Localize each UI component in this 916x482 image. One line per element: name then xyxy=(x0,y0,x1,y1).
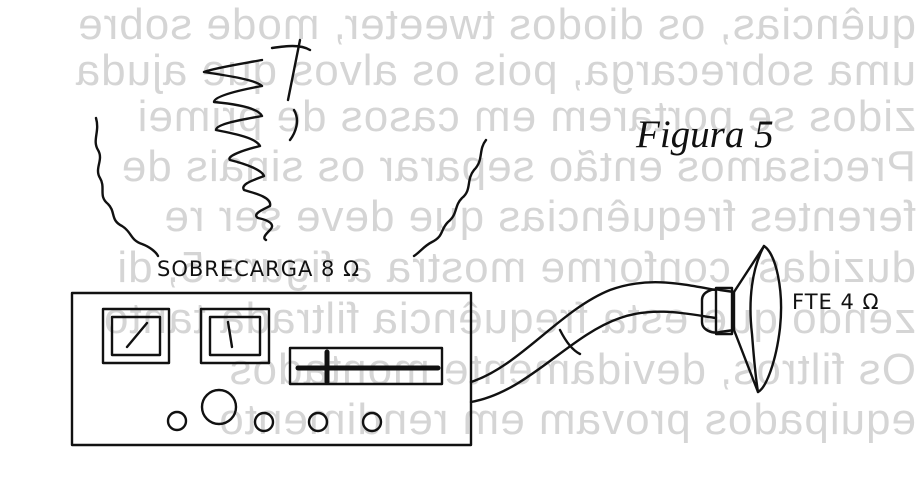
right-vu-meter-icon xyxy=(199,307,271,365)
overload-label: SOBRECARGA 8 Ω xyxy=(157,257,361,281)
amplifier-body xyxy=(70,291,473,447)
overload-wave-left xyxy=(94,116,160,258)
speaker-cable xyxy=(469,281,718,384)
speaker-icon xyxy=(700,244,783,394)
slider-icon xyxy=(288,346,444,386)
left-vu-meter-icon xyxy=(101,307,171,365)
speaker-label: FTE 4 Ω xyxy=(792,290,880,314)
overload-wave-right xyxy=(412,138,488,258)
small-knob-2 xyxy=(253,411,275,433)
overload-smoke-zigzag xyxy=(202,58,274,242)
small-knob-4 xyxy=(361,411,383,433)
knob-icon xyxy=(200,388,238,426)
figure-title: Figura 5 xyxy=(636,113,774,156)
overload-smoke-accent xyxy=(270,38,312,142)
small-knob-1 xyxy=(166,410,188,432)
speaker-cable-edge xyxy=(469,310,718,404)
small-knob-3 xyxy=(307,411,329,433)
